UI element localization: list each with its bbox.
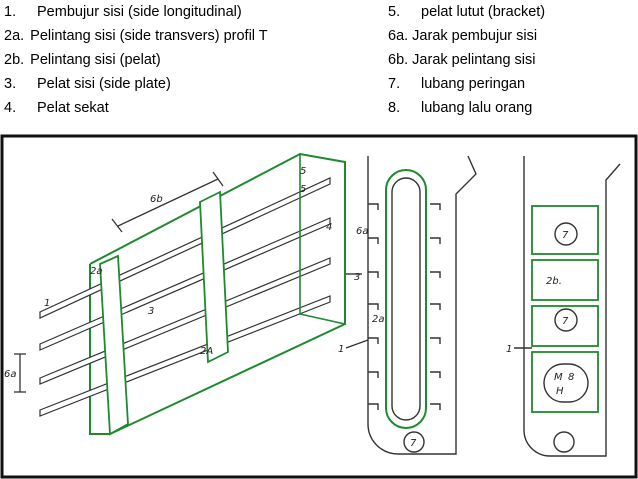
middle-stiffener-r5: [430, 337, 441, 344]
middle-stiffener-7: [368, 403, 379, 410]
structure-sketch-svg: 6b 5 5 4 2a 2A 3 1 6a 6a 3 2a: [0, 134, 638, 479]
label-6a-mid: 6a: [356, 226, 369, 237]
right-panel-1: [531, 205, 599, 255]
legend-item-1: 1.Pembujur sisi (side longitudinal): [4, 4, 242, 20]
label-MH-H: H: [556, 386, 564, 397]
label-2a-right: 2A: [200, 346, 213, 357]
right-panel-4: [531, 351, 599, 413]
middle-stiffeners: [368, 203, 441, 410]
label-5-bottom: 5: [300, 184, 306, 195]
label-1-mid: 1: [338, 344, 344, 355]
legend-item-4: 4.Pelat sekat: [4, 100, 109, 116]
middle-stiffener-6: [368, 371, 379, 378]
bulkhead-plate: [299, 153, 346, 325]
label-1-right: 1: [506, 344, 512, 355]
label-5-top: 5: [300, 166, 306, 177]
right-panel-3: [531, 305, 599, 347]
right-web-panels: [531, 205, 599, 413]
dim-6b-line: [117, 178, 219, 227]
middle-stiffener-r3: [430, 271, 441, 278]
middle-stiffener-3: [368, 271, 379, 278]
label-8: 8: [568, 372, 574, 383]
legend-right-column: 5.pelat lutut (bracket) 6a.Jarak pembuju…: [388, 4, 634, 124]
middle-outer-outline: [367, 155, 477, 455]
legend-item-6a: 6a.Jarak pembujur sisi: [388, 28, 538, 44]
label-2a-mid: 2a: [372, 314, 385, 325]
transverse-frame-right: [199, 190, 229, 364]
legend-item-2a: 2a.Pelintang sisi (side transvers) profi…: [4, 28, 268, 44]
right-outer-outline: [523, 156, 621, 457]
label-7-mid: 7: [410, 438, 417, 449]
legend-item-8: 8.lubang lalu orang: [388, 100, 533, 116]
section-view-right: [514, 156, 621, 457]
label-3-mid: 3: [354, 272, 360, 283]
middle-stiffener-1: [368, 203, 379, 210]
structure-sketch: 6b 5 5 4 2a 2A 3 1 6a 6a 3 2a: [0, 134, 638, 479]
label-3-center: 3: [148, 306, 154, 317]
dim-6b-tick-right: [212, 171, 224, 187]
right-panel-2: [531, 259, 599, 301]
label-2b: 2b.: [546, 276, 562, 287]
middle-stiffener-r4: [430, 303, 441, 310]
label-2a-left: 2a: [90, 266, 103, 277]
label-7-b: 7: [562, 316, 569, 327]
middle-stiffener-r2: [430, 237, 441, 244]
legend-left-column: 1.Pembujur sisi (side longitudinal) 2a.P…: [4, 4, 384, 124]
label-6a-left: 6a: [4, 369, 17, 380]
middle-lightening-hole: [403, 431, 425, 453]
middle-stiffener-r6: [430, 371, 441, 378]
middle-stiffener-4: [368, 303, 379, 310]
legend-item-2b: 2b.Pelintang sisi (pelat): [4, 52, 161, 68]
legend-item-6b: 6b.Jarak pelintang sisi: [388, 52, 536, 68]
right-lightening-hole-1: [554, 222, 578, 246]
middle-opening-inner: [391, 177, 421, 421]
label-1-left: 1: [44, 298, 50, 309]
right-lightening-hole-2: [554, 308, 578, 332]
label-MH-M: M: [554, 372, 563, 383]
label-4: 4: [326, 222, 332, 233]
legend-item-3: 3.Pelat sisi (side plate): [4, 76, 171, 92]
transverse-frame-left: [99, 254, 129, 436]
middle-opening-outline: [385, 169, 427, 429]
perspective-view: [14, 152, 346, 436]
section-view-middle: [345, 155, 477, 455]
legend-item-5: 5.pelat lutut (bracket): [388, 4, 546, 20]
middle-stiffener-2: [368, 237, 379, 244]
middle-stiffener-r7: [430, 403, 441, 410]
right-manhole: [543, 363, 589, 403]
label-7-a: 7: [562, 230, 569, 241]
dim-6b-tick-left: [111, 218, 123, 233]
legend: 1.Pembujur sisi (side longitudinal) 2a.P…: [0, 0, 638, 132]
label-6b: 6b: [150, 194, 163, 205]
right-lightening-hole-3: [553, 431, 575, 453]
middle-stiffener-r1: [430, 203, 441, 210]
middle-leader-1: [345, 339, 369, 349]
middle-stiffener-5: [368, 337, 379, 344]
legend-item-7: 7.lubang peringan: [388, 76, 526, 92]
